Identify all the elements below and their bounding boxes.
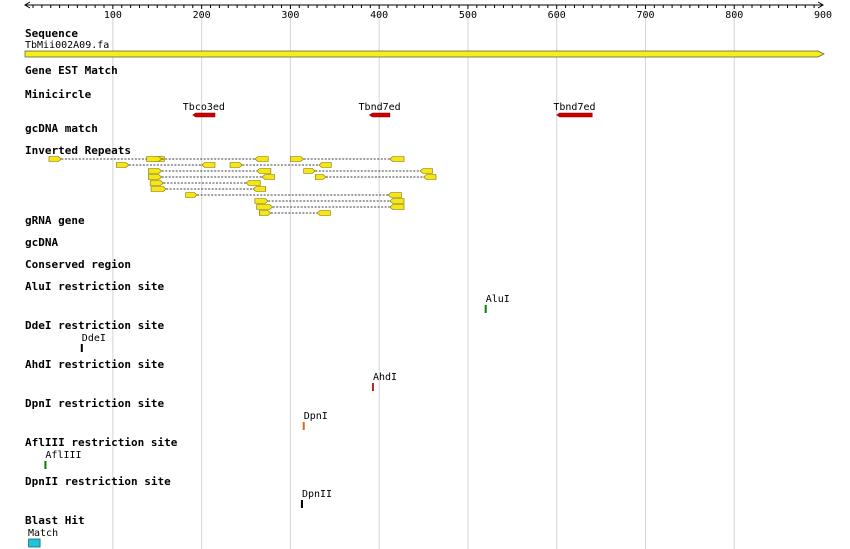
inverted-repeat-arrow-forward [148,168,163,174]
inverted-repeat-arrow-forward [150,186,167,192]
track-title-afliii: AflIII restriction site [25,436,178,449]
inverted-repeat-arrow-forward [314,174,327,180]
blast-hit-label: Match [28,528,58,539]
track-title-minicircle: Minicircle [25,88,92,101]
ruler-tick-label: 300 [281,10,299,21]
inverted-repeat-arrow-reverse [245,180,261,186]
inverted-repeat-arrow-forward [148,174,163,180]
ruler-tick-label: 400 [370,10,388,21]
inverted-repeat-arrow-reverse [261,174,275,180]
blast-hit-box [28,538,41,548]
inverted-repeat-arrow-reverse [256,168,272,174]
inverted-repeat-arrow-reverse [389,198,405,204]
gcdna-feature-label: Tbnd7ed [359,102,401,113]
sequence-bar-group [24,50,825,58]
ddei-site-label: DdeI [82,333,106,344]
ruler-tick-label: 700 [636,10,654,21]
gcdna-feature-label: Tbnd7ed [553,102,595,113]
inverted-repeat-arrow-reverse [252,186,266,192]
blast-hit-features: Match [28,528,58,548]
position-ruler: 100 200 300 400 500 600 700 800 900 [24,1,832,21]
inverted-repeat-arrow-forward [259,210,272,216]
inverted-repeat-arrow-reverse [389,204,405,210]
inverted-repeat-arrow-forward [149,180,164,186]
track-title-alui: AluI restriction site [25,280,164,293]
ruler-tick-label: 800 [725,10,743,21]
ahdi-site-label: AhdI [373,372,397,383]
inverted-repeat-arrow-forward [146,156,163,162]
dpnii-site-marker [300,500,303,508]
inverted-repeat-arrow-reverse [201,162,216,168]
gcdna-feature-arrow [556,112,593,118]
ddei-site-marker [80,344,83,352]
dpni-site-label: DpnI [304,411,328,422]
inverted-repeat-arrow-forward [48,156,62,162]
inverted-repeat-arrow-reverse [387,192,402,198]
afliii-site-label: AflIII [45,450,81,461]
ruler-tick-label: 200 [193,10,211,21]
ruler-tick-label: 600 [548,10,566,21]
track-title-ahdi: AhdI restriction site [25,358,164,371]
ahdi-site-marker [371,383,374,391]
afliii-site-marker [44,461,47,469]
track-title-conserved-region: Conserved region [25,258,131,271]
gcdna-feature-arrow [192,112,216,118]
ruler-right-arrow [817,1,824,9]
inverted-repeat-arrow-forward [256,204,274,210]
ruler-tick-label: 900 [814,10,832,21]
ruler-tick-label: 100 [104,10,122,21]
inverted-repeat-arrow-forward [229,162,243,168]
vertical-gridlines [112,12,735,549]
track-title-gene-est: Gene EST Match [25,64,118,77]
track-title-dpnii: DpnII restriction site [25,475,171,488]
inverted-repeat-arrow-reverse [316,210,331,216]
inverted-repeat-arrow-reverse [423,174,437,180]
track-title-grna-gene: gRNA gene [25,214,85,227]
dpnii-site-label: DpnII [302,489,332,500]
track-title-inverted-repeats: Inverted Repeats [25,144,131,157]
inverted-repeat-arrow-forward [290,156,305,162]
inverted-repeat-arrow-reverse [318,162,332,168]
inverted-repeat-arrow-reverse [389,156,405,162]
gcdna-match-features: Tbco3ed Tbnd7ed Tbnd7ed [183,102,596,118]
sequence-bar [24,50,825,58]
track-title-ddei: DdeI restriction site [25,319,164,332]
gcdna-feature-arrow [368,112,391,118]
track-title-dpni: DpnI restriction site [25,397,164,410]
inverted-repeat-arrow-forward [254,198,269,204]
alui-site-label: AluI [486,294,510,305]
gcdna-feature-label: Tbco3ed [183,102,225,113]
inverted-repeat-arrow-forward [185,192,198,198]
track-title-sequence: Sequence [25,27,78,40]
track-title-blast-hit: Blast Hit [25,514,85,527]
ruler-left-arrow [24,1,31,9]
inverted-repeat-arrow-reverse [254,156,269,162]
inverted-repeat-arrow-forward [116,162,130,168]
alui-site-marker [484,305,487,313]
inverted-repeat-arrow-reverse [419,168,433,174]
inverted-repeat-features [48,156,437,216]
track-title-gcdna: gcDNA [25,236,58,249]
inverted-repeat-arrow-forward [303,168,316,174]
dpni-site-marker [302,422,305,430]
restriction-site-features: AluI DdeI AhdI DpnI AflIII DpnII [44,294,510,508]
track-title-gcdna-match: gcDNA match [25,122,98,135]
sequence-name: TbMii002A09.fa [25,40,109,51]
ruler-tick-label: 500 [459,10,477,21]
